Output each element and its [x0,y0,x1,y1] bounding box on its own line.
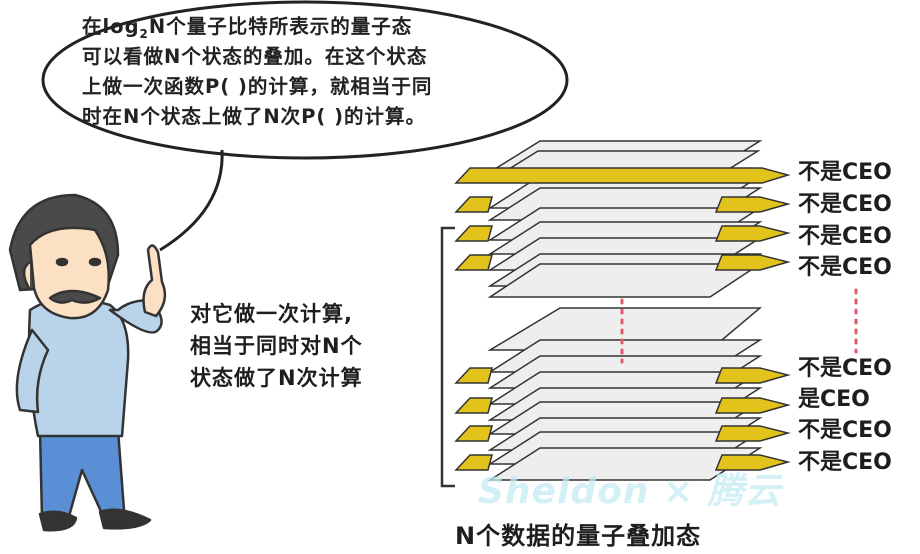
speech-line-post: N个量子比特所表示的量子态 [148,15,413,38]
side-text: 对它做一次计算, 相当于同时对N个 状态做了N次计算 [190,298,363,394]
cartoon-man [8,193,167,532]
state-label: 不是CEO [798,192,892,217]
arrow [454,367,493,384]
left-bracket [440,226,455,488]
state-label: 是CEO [798,387,870,412]
speech-line: 时在N个状态上做了N次P( )的计算。 [82,105,427,128]
speech-bubble [41,0,569,252]
state-label: 不是CEO [798,418,892,443]
arrow [454,196,493,213]
shoe [98,508,152,530]
bottom-plate-stack [487,307,763,481]
arrow [454,254,493,271]
plate [487,447,763,481]
plate [487,263,763,298]
speech-text: 在log2N个量子比特所表示的量子态 可以看做N个状态的叠加。在这个状态 上做一… [82,12,542,132]
ear [22,260,32,291]
arrow [714,367,791,384]
bottom-arrows [454,367,791,471]
arrow [714,196,791,213]
top-arrows [454,167,791,271]
arm [15,328,50,414]
hand [142,244,167,318]
state-label: 不是CEO [798,160,892,185]
side-text-line: 状态做了N次计算 [190,366,363,390]
speech-line: 上做一次函数P( )的计算，就相当于同 [82,75,433,98]
side-text-line: 相当于同时对N个 [190,334,363,358]
arrow [454,425,493,442]
pants [38,428,126,522]
watermark: Sheldon × 腾云 [478,471,782,512]
arrow [454,225,493,242]
caption: N个数据的量子叠加态 [455,522,702,550]
arrow [714,225,791,242]
arrow [454,167,791,184]
state-label: 不是CEO [798,224,892,249]
speech-line: 可以看做N个状态的叠加。在这个状态 [82,45,428,68]
speech-tail [159,149,224,252]
shirt [27,297,130,438]
top-plate-stack [485,140,763,298]
eye [88,257,102,267]
arrow [714,254,791,271]
arrow [714,454,791,471]
state-label: 不是CEO [798,450,892,475]
state-label: 不是CEO [798,356,892,381]
mustache [48,289,102,304]
speech-line-pre: 在log [82,15,140,38]
arrow [454,397,493,414]
subscript: 2 [139,26,149,41]
arrow [714,425,791,442]
face [28,226,110,320]
side-text-line: 对它做一次计算, [190,302,353,326]
arrow [714,397,791,414]
eye [55,257,69,267]
shoe [38,510,78,532]
speech-line: 在log2N个量子比特所表示的量子态 [82,12,542,42]
state-label: 不是CEO [798,255,892,280]
arrow [454,454,493,471]
